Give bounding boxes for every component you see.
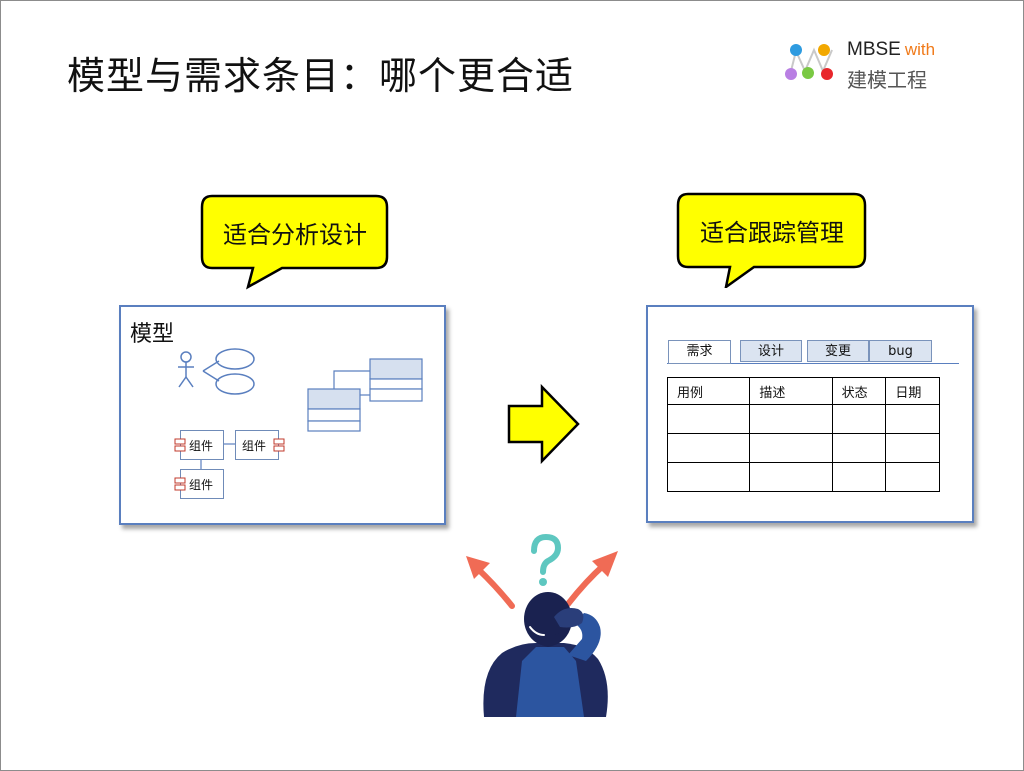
confused-person-icon [466, 533, 618, 717]
speech-bubble-left-text: 适合分析设计 [223, 221, 367, 249]
component-box-2: 组件 [235, 430, 279, 460]
class-diagram-icon [307, 358, 423, 432]
table-cell[interactable] [885, 433, 940, 463]
table-cell[interactable] [666, 433, 751, 463]
slide-title: 模型与需求条目：哪个更合适 [67, 54, 575, 98]
table-header-row: 用例 描述 状态 日期 [666, 377, 940, 405]
table-cell[interactable] [749, 433, 833, 463]
component-diagram-lines [200, 443, 235, 469]
component-box-1: 组件 [180, 430, 224, 460]
speech-bubble-right-text: 适合跟踪管理 [700, 219, 844, 247]
component-label-1: 组件 [189, 439, 214, 453]
component-icon [273, 438, 285, 452]
table-cell[interactable] [749, 462, 833, 492]
logo-text-line2: 建模工程 [847, 68, 927, 92]
component-icon [174, 438, 186, 452]
column-header-status: 状态 [831, 377, 887, 405]
logo-icon [785, 44, 833, 80]
table-cell[interactable] [749, 404, 833, 434]
column-header-date: 日期 [885, 377, 940, 405]
table-cell[interactable] [885, 462, 940, 492]
speech-bubble-right: 适合跟踪管理 [676, 192, 868, 288]
table-cell[interactable] [885, 404, 940, 434]
table-cell[interactable] [831, 462, 887, 492]
model-panel-title: 模型 [130, 322, 175, 347]
table-cell[interactable] [666, 404, 751, 434]
tab-design[interactable]: 设计 [740, 340, 802, 362]
requirements-panel: 需求 设计 变更 bug 用例 描述 状态 日期 [646, 305, 974, 523]
column-header-use-case: 用例 [666, 377, 751, 405]
tab-strip-line [667, 363, 959, 364]
component-icon [174, 477, 186, 491]
use-case-diagram-icon [178, 348, 255, 395]
table-row[interactable] [666, 462, 940, 492]
table-cell[interactable] [666, 462, 751, 492]
speech-bubble-left: 适合分析设计 [200, 194, 390, 290]
table-row[interactable] [666, 433, 940, 463]
component-box-3: 组件 [180, 469, 224, 499]
speech-bubble-left-shape [200, 194, 389, 290]
speech-bubble-right-shape [676, 192, 867, 288]
right-arrow-icon [507, 384, 580, 464]
table-row[interactable] [666, 404, 940, 434]
model-panel: 模型 组件 [119, 305, 446, 525]
component-label-3: 组件 [189, 478, 214, 492]
table-cell[interactable] [831, 433, 887, 463]
tab-change[interactable]: 变更 [807, 340, 869, 362]
requirements-table: 用例 描述 状态 日期 [666, 377, 940, 492]
logo-mbse: MBSE [847, 39, 901, 60]
table-cell[interactable] [831, 404, 887, 434]
logo-with: with [904, 40, 936, 59]
component-label-2: 组件 [242, 439, 267, 453]
column-header-description: 描述 [749, 377, 833, 405]
tab-requirements[interactable]: 需求 [668, 340, 731, 364]
tab-bug[interactable]: bug [869, 340, 932, 362]
